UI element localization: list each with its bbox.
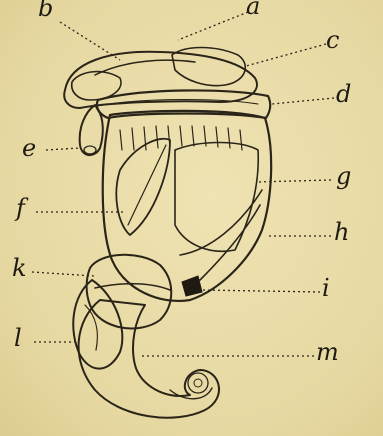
label-f: f bbox=[16, 196, 25, 220]
label-e: e bbox=[22, 136, 36, 160]
segment-k bbox=[87, 255, 172, 329]
lower-lobe bbox=[73, 280, 122, 369]
leader-b bbox=[60, 22, 120, 60]
leader-d bbox=[272, 98, 334, 104]
tab-e bbox=[80, 105, 103, 155]
main-body bbox=[103, 111, 271, 301]
leader-e bbox=[46, 148, 80, 150]
leader-g bbox=[256, 180, 331, 182]
label-a: a bbox=[246, 0, 260, 18]
leader-c bbox=[246, 44, 326, 66]
label-i: i bbox=[322, 276, 330, 300]
leader-i bbox=[202, 290, 320, 292]
label-c: c bbox=[326, 28, 339, 52]
top-cap bbox=[64, 48, 257, 109]
label-g: g bbox=[336, 164, 351, 188]
label-d: d bbox=[336, 82, 351, 106]
label-m: m bbox=[316, 340, 339, 364]
label-l: l bbox=[14, 326, 22, 350]
label-k: k bbox=[12, 256, 27, 280]
leader-a bbox=[178, 12, 248, 40]
leader-k bbox=[32, 272, 94, 276]
label-h: h bbox=[334, 220, 349, 244]
label-b: b bbox=[38, 0, 53, 20]
